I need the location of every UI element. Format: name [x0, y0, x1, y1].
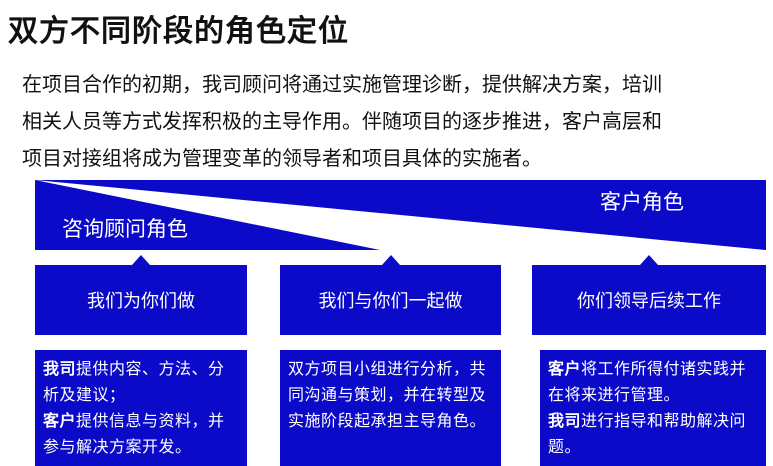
stage-label: 你们领导后续工作 — [577, 291, 721, 312]
detail-term: 客户 — [43, 411, 77, 430]
detail-text: 进行指导和帮助解决问题。 — [548, 411, 747, 456]
intro-line: 在项目合作的初期，我司顾问将通过实施管理诊断，提供解决方案，培训 — [22, 72, 662, 96]
detail-term: 我司 — [548, 411, 582, 430]
intro-line: 相关人员等方式发挥积极的主导作用。伴随项目的逐步推进，客户高层和 — [22, 109, 662, 133]
stage-label: 我们为你们做 — [87, 291, 195, 312]
stage-arrow-tip — [381, 255, 400, 265]
stage-box-1: 我们为你们做 — [35, 255, 247, 335]
stage-detail-1: 我司提供内容、方法、分析及建议； 客户提供信息与资料，并参与解决方案开发。 — [35, 350, 247, 466]
intro-line: 项目对接组将成为管理变革的领导者和项目具体的实施者。 — [22, 146, 542, 170]
detail-text: 将工作所得付诸实践并在将来进行管理。 — [548, 359, 747, 404]
consultant-role-label: 咨询顾问角色 — [62, 217, 188, 241]
detail-text: 双方项目小组进行分析，共同沟通与策划，并在转型及实施阶段起承担主导角色。 — [288, 359, 487, 430]
detail-term: 我司 — [43, 359, 77, 378]
detail-text: 提供信息与资料，并参与解决方案开发。 — [43, 411, 225, 456]
stage-arrow-tip — [640, 255, 658, 265]
detail-term: 客户 — [548, 359, 582, 378]
stage-box-3: 你们领导后续工作 — [532, 255, 766, 335]
client-role-label: 客户角色 — [600, 190, 684, 214]
stage-box-2: 我们与你们一起做 — [280, 255, 501, 335]
consultant-role-wedge — [35, 180, 380, 250]
stage-label: 我们与你们一起做 — [318, 291, 463, 312]
stage-detail-3: 客户将工作所得付诸实践并在将来进行管理。 我司进行指导和帮助解决问题。 — [540, 350, 766, 466]
detail-text: 提供内容、方法、分析及建议； — [43, 359, 225, 404]
intro-paragraph: 在项目合作的初期，我司顾问将通过实施管理诊断，提供解决方案，培训 相关人员等方式… — [22, 66, 767, 177]
page-title: 双方不同阶段的角色定位 — [8, 14, 349, 49]
stage-detail-2: 双方项目小组进行分析，共同沟通与策划，并在转型及实施阶段起承担主导角色。 — [280, 350, 501, 466]
client-role-wedge — [35, 180, 766, 250]
stage-arrow-tip — [132, 255, 150, 265]
